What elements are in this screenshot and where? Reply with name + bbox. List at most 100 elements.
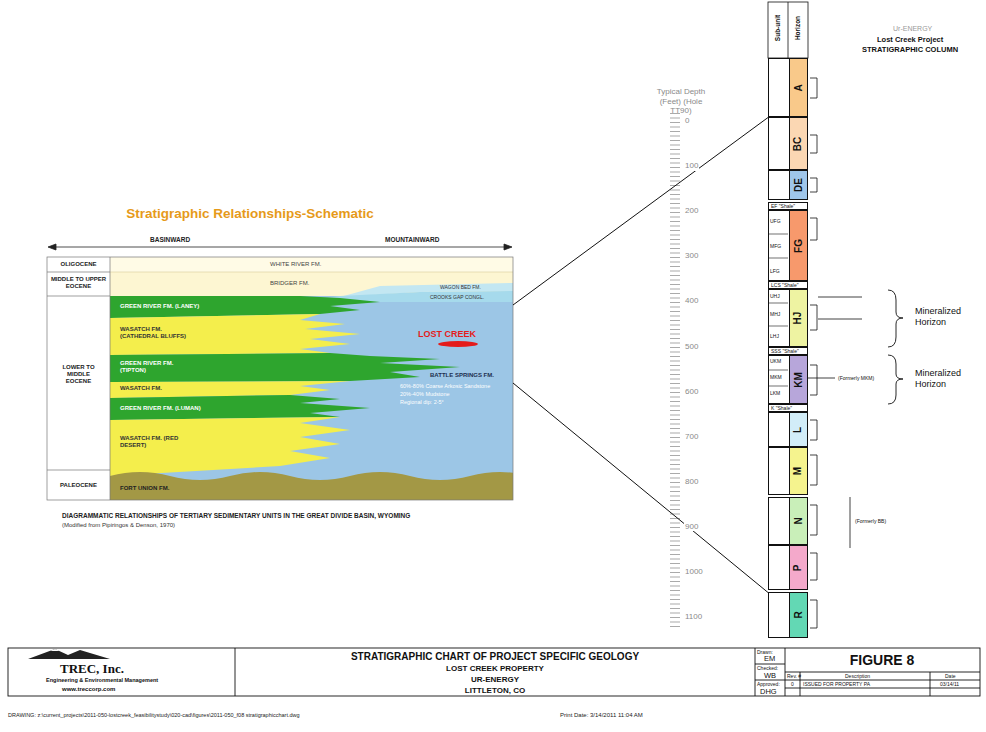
label-text: 300 <box>684 251 699 261</box>
shale-band: EF "Shale" <box>768 202 808 210</box>
label-text: LFG <box>770 268 780 274</box>
label-text: www.treccorp.com <box>62 686 115 693</box>
label-text: WASATCH FM. <box>120 385 162 392</box>
label-text: DRAWING: z:\current_projects\2011-050-lo… <box>8 712 300 719</box>
label-text: 600 <box>684 387 699 397</box>
horizon-letter: L <box>793 426 803 432</box>
horizon-cell: R <box>790 593 807 637</box>
label-text: FORT UNION FM. <box>120 485 169 492</box>
horizon-cell: L <box>790 413 807 446</box>
schematic-panel: Stratigraphic Relationships-Schematic <box>47 200 513 500</box>
label-text: LOST CREEK <box>418 329 476 340</box>
shale-label: LCS "Shale" <box>769 282 798 288</box>
label-text: GREEN RIVER FM. (LUMAN) <box>120 405 201 412</box>
label-text: Engineering & Environmental Management <box>46 677 158 684</box>
horizon-letter: HJ <box>793 312 803 325</box>
horizon-cell: DE <box>790 171 807 199</box>
shale-label: EF "Shale" <box>769 203 795 209</box>
horizon-box: P <box>768 545 808 590</box>
mineralized-brace <box>888 290 903 404</box>
connector-line <box>513 118 768 306</box>
label-text: 60%-80% Coarse Arkosic Sandstone <box>400 383 490 390</box>
label-text: WASATCH FM. (CATHEDRAL BLUFFS) <box>120 326 200 340</box>
label-text: MIDDLE TO UPPER EOCENE <box>47 276 110 290</box>
epoch-column <box>47 257 513 500</box>
horizon-box: M <box>768 447 808 495</box>
horizon-cell: BC <box>790 118 807 169</box>
horizon-letter: KM <box>794 372 804 388</box>
shale-band: SSS "Shale" <box>768 347 808 355</box>
label-text: 400 <box>684 296 699 306</box>
label-text: WAGON BED FM. <box>440 284 481 290</box>
label-text: BATTLE SPRINGS FM. <box>430 372 494 379</box>
label-text: Mineralized Horizon <box>915 306 975 328</box>
label-text: 900 <box>684 522 699 532</box>
label-text: Typical Depth (Feet) (Hole TT90) <box>650 87 712 116</box>
title-block <box>8 648 980 696</box>
label-text: Print Date: 3/14/2011 11:04 AM <box>560 712 643 719</box>
shale-band: K "Shale" <box>768 404 808 412</box>
label-text: Checked: <box>757 665 778 671</box>
label-text: Sub-unit <box>774 15 782 41</box>
label-text: Ur-ENERGY <box>893 25 932 33</box>
label-text: LITTLETON, CO <box>465 686 525 696</box>
label-text: MKM <box>770 374 782 380</box>
label-text: MFG <box>770 243 781 249</box>
label-text: (Formerly BB) <box>855 518 886 524</box>
label-text: CROOKS GAP CONGL. <box>430 294 484 300</box>
label-text: Lost Creek Project <box>877 35 943 44</box>
horizon-box: BC <box>768 117 808 170</box>
connector-line <box>513 383 768 593</box>
horizon-letter: R <box>793 611 803 618</box>
label-text: (Formerly MKM) <box>838 375 874 381</box>
shale-band: LCS "Shale" <box>768 281 808 289</box>
label-text: OLIGOCENE <box>47 261 110 268</box>
horizon-box: DE <box>768 170 808 200</box>
horizon-letter: FG <box>793 239 803 253</box>
horizon-cell: P <box>790 546 807 589</box>
horizon-cell: A <box>790 59 807 116</box>
label-text: UHJ <box>770 293 780 299</box>
label-text: ISSUED FOR PROPERTY PA <box>803 681 870 687</box>
horizon-cell: KM <box>790 356 807 403</box>
label-text: TREC, Inc. <box>60 661 124 677</box>
label-text: UKM <box>770 358 781 364</box>
horizon-cell: FG <box>790 211 807 280</box>
horizon-letter: DE <box>794 178 804 192</box>
label-text: Rev. # <box>787 673 801 679</box>
panel-heading: Stratigraphic Relationships-Schematic <box>47 200 513 221</box>
connector-line <box>513 383 768 593</box>
label-text: 100 <box>684 161 699 171</box>
label-text: 1000 <box>684 567 704 577</box>
label-text: STRATIGRAPHIC COLUMN <box>862 45 958 54</box>
figure-caption: DIAGRAMMATIC RELATIONSHIPS OF TERTIARY S… <box>62 512 410 520</box>
label-text: DHG <box>760 687 777 696</box>
label-text: WHITE RIVER FM. <box>270 261 321 268</box>
label-text: Description <box>845 673 870 679</box>
label-text: GREEN RIVER FM. (LANEY) <box>120 303 199 310</box>
label-text: GREEN RIVER FM. (TIPTON) <box>120 360 190 374</box>
label-text: 1100 <box>684 612 703 622</box>
label-text: 500 <box>684 342 699 352</box>
horizon-box: L <box>768 412 808 447</box>
shale-label: K "Shale" <box>769 405 792 411</box>
label-text: 700 <box>684 432 699 442</box>
connector-line <box>513 118 768 306</box>
label-text: MHJ <box>770 311 780 317</box>
chart-title: STRATIGRAPHIC CHART OF PROJECT SPECIFIC … <box>351 651 639 663</box>
label-text: Date <box>945 673 956 679</box>
horizon-cell: M <box>790 448 807 494</box>
horizon-cell: N <box>790 498 807 544</box>
label-text: WASATCH FM. (RED DESERT) <box>120 435 190 449</box>
horizon-letter: M <box>794 467 804 475</box>
horizon-letter: N <box>793 517 803 524</box>
label-text: (Modified from Pipiringos & Denson, 1970… <box>62 522 175 529</box>
direction-arrow <box>48 244 512 250</box>
horizon-letter: P <box>793 564 803 571</box>
label-text: Mineralized Horizon <box>915 368 975 390</box>
schematic-section <box>110 257 513 500</box>
label-text: UR-ENERGY <box>471 675 519 685</box>
horizon-brackets <box>808 78 862 628</box>
depth-scale <box>675 113 676 628</box>
label-text: EM <box>764 654 775 663</box>
